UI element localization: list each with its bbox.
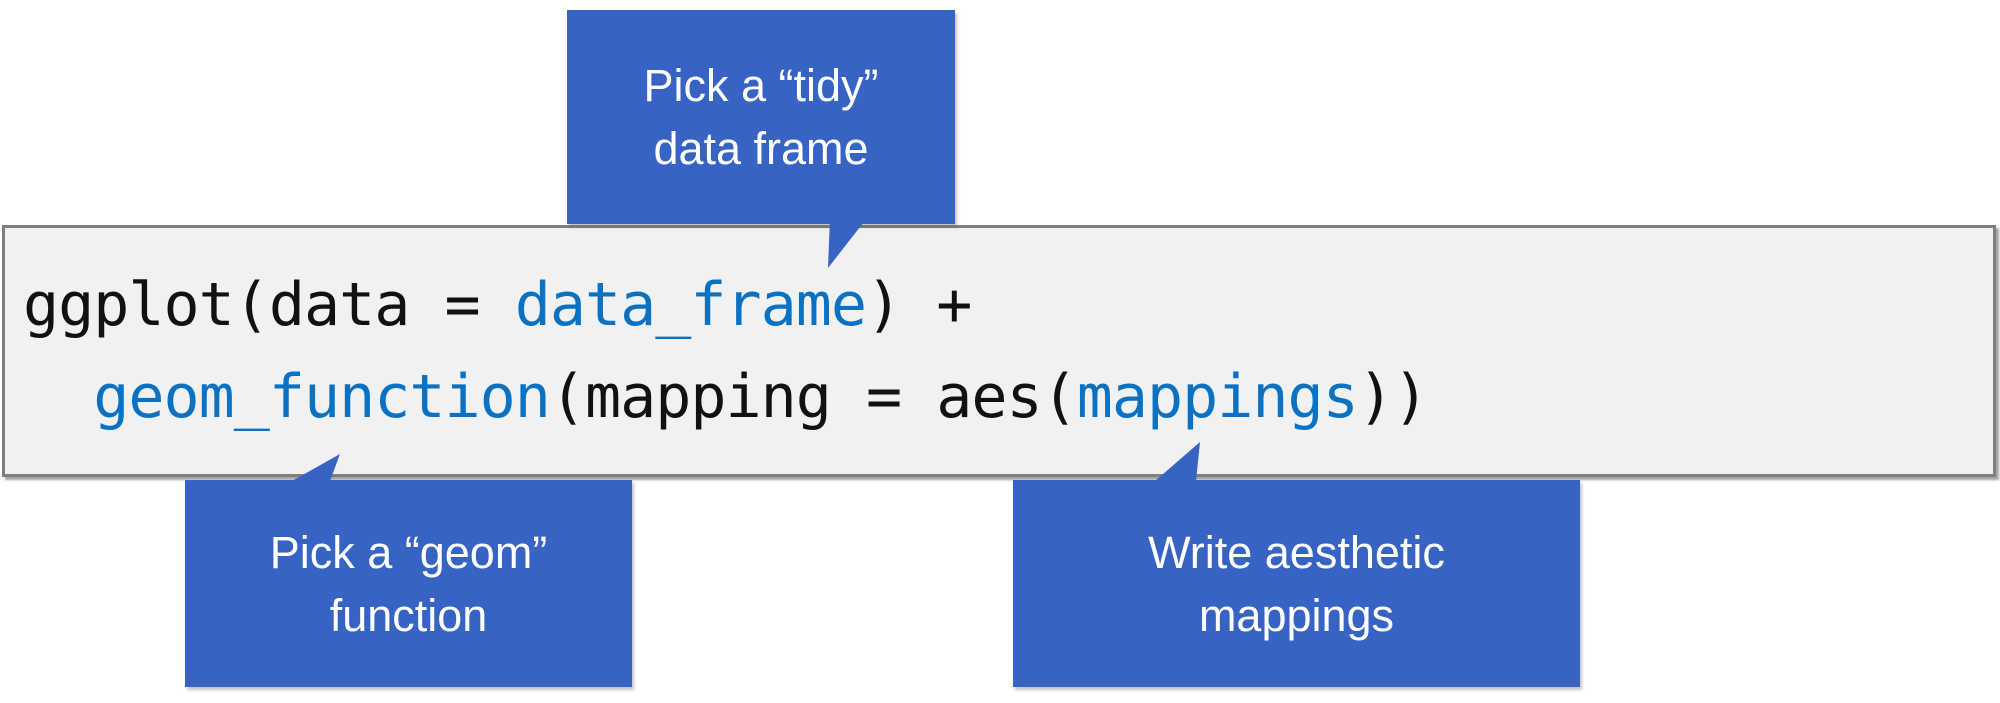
code-token: ) +: [865, 270, 972, 340]
code-line-2: geom_function(mapping = aes(mappings)): [5, 351, 1993, 443]
code-token: (mapping = aes(: [549, 362, 1078, 432]
code-line-1: ggplot(data = data_frame) +: [5, 259, 1993, 351]
code-token-geom-function: geom_function: [93, 362, 551, 432]
callout-aes-line2: mappings: [1198, 589, 1395, 641]
code-token: )): [1357, 362, 1429, 432]
callout-tidy-data-frame: Pick a “tidy” data frame: [567, 10, 955, 224]
code-token-data-frame: data_frame: [514, 270, 867, 340]
callout-tail-up-icon: [292, 454, 340, 481]
code-token: ggplot(data =: [23, 270, 515, 340]
callout-tail-up-icon: [1155, 442, 1200, 481]
callout-tail-down-icon: [828, 218, 867, 268]
callout-geom-line2: function: [329, 589, 488, 641]
callout-aes-line1: Write aesthetic: [1148, 526, 1445, 578]
callout-geom-line1: Pick a “geom”: [269, 526, 548, 578]
code-token: [23, 362, 93, 432]
code-token-mappings: mappings: [1076, 362, 1359, 432]
callout-tidy-line2: data frame: [653, 123, 869, 174]
callout-tidy-line1: Pick a “tidy”: [643, 60, 879, 111]
code-box: ggplot(data = data_frame) + geom_functio…: [2, 225, 1996, 477]
callout-aesthetic-mappings: Write aesthetic mappings: [1013, 480, 1580, 687]
callout-geom-function: Pick a “geom” function: [185, 480, 632, 687]
